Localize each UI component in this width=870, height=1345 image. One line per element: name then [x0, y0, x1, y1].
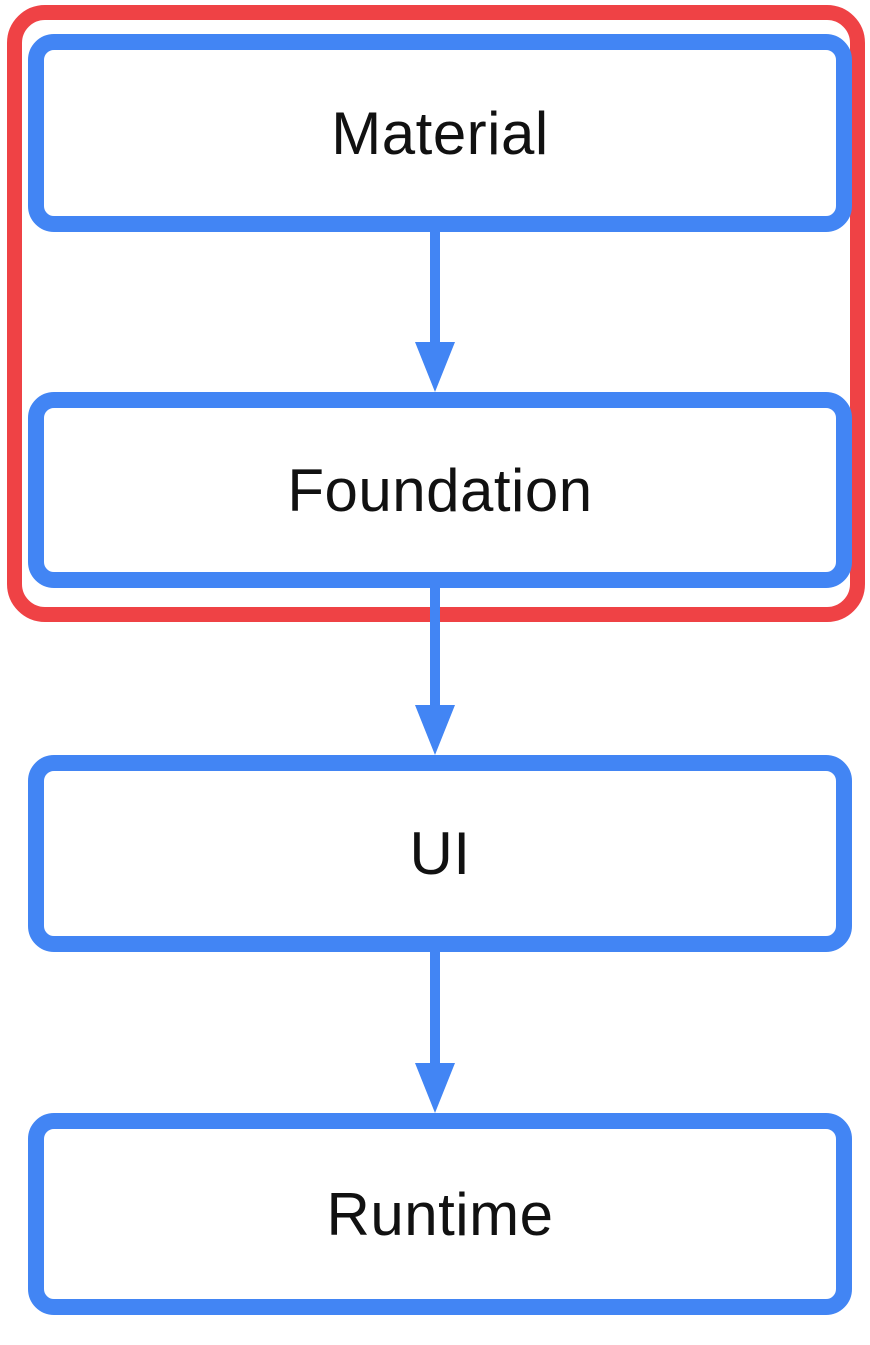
- box-material-label: Material: [331, 99, 549, 167]
- arrow-shaft: [430, 232, 440, 342]
- box-foundation: Foundation: [28, 392, 852, 588]
- box-ui: UI: [28, 755, 852, 952]
- arrow-shaft: [430, 952, 440, 1063]
- arrow-material-to-foundation: [415, 232, 455, 392]
- highlight-group-outline: [7, 5, 865, 622]
- arrow-foundation-to-ui: [415, 588, 455, 755]
- arrowhead-down-icon: [415, 705, 455, 755]
- box-ui-label: UI: [409, 820, 471, 887]
- box-material: Material: [28, 34, 852, 232]
- arrowhead-down-icon: [415, 1063, 455, 1113]
- box-runtime-label: Runtime: [326, 1180, 554, 1248]
- box-runtime: Runtime: [28, 1113, 852, 1315]
- arrow-ui-to-runtime: [415, 952, 455, 1113]
- arrow-shaft: [430, 588, 440, 705]
- arrowhead-down-icon: [415, 342, 455, 392]
- box-foundation-label: Foundation: [287, 456, 593, 524]
